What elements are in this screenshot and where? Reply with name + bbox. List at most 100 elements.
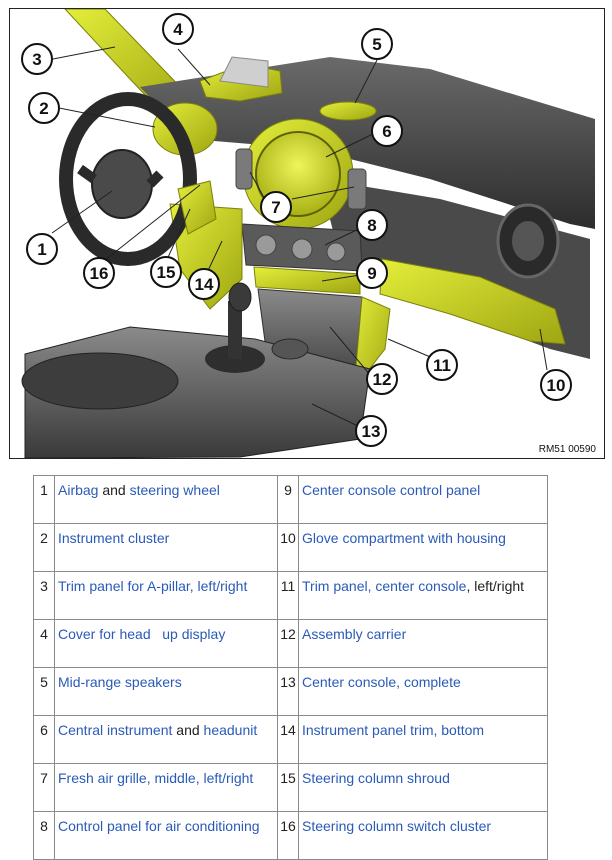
callout-13: 13 [355,415,387,447]
legend-description: Steering column switch cluster [298,811,548,860]
legend-number: 1 [33,475,55,524]
callout-8: 8 [356,209,388,241]
callout-number: 11 [433,356,451,375]
callout-16: 16 [83,257,115,289]
callout-12: 12 [366,363,398,395]
callout-number: 16 [90,264,109,283]
center-vent-left [235,148,253,190]
legend-text: , left/right [466,578,525,594]
callout-10: 10 [540,369,572,401]
gear-knob [228,282,252,312]
callout-circle [188,268,220,300]
legend-description: Instrument cluster [54,523,278,572]
legend-link[interactable]: Glove compartment with housing [302,530,506,546]
legend-description: Trim panel for A-pillar, left/right [54,571,278,620]
legend-description: Steering column shroud [298,763,548,812]
callout-number: 13 [362,422,381,441]
legend-link[interactable]: headunit [203,722,258,738]
callout-circle [426,349,458,381]
legend-link[interactable]: Airbag [58,482,99,498]
callout-3: 3 [21,43,53,75]
legend-text: and [98,482,130,498]
console-control-panel [253,266,361,295]
callout-7: 7 [260,191,292,223]
legend-link[interactable]: Central instrument [58,722,173,738]
legend-number: 6 [33,715,55,764]
callout-circle [355,415,387,447]
legend-description: Fresh air grille, middle, left/right [54,763,278,812]
callout-6: 6 [371,115,403,147]
legend-link[interactable]: Steering column switch cluster [302,818,492,834]
legend-link[interactable]: Assembly carrier [302,626,407,642]
steering-wheel [59,92,197,266]
callout-number: 7 [271,198,280,217]
legend-description: Assembly carrier [298,619,548,668]
legend-link[interactable]: Instrument panel trim, bottom [302,722,485,738]
legend-link[interactable]: steering wheel [129,482,220,498]
legend-link[interactable]: Center console, complete [302,674,461,690]
legend-number: 3 [33,571,55,620]
callout-number: 10 [547,376,566,395]
legend-text: and [172,722,204,738]
legend-number: 16 [277,811,299,860]
callout-number: 14 [195,275,214,294]
legend-link[interactable]: Steering column shroud [302,770,450,786]
legend-number: 2 [33,523,55,572]
callout-number: 9 [367,264,376,283]
center-vent-right [347,168,367,210]
legend-description: Center console, complete [298,667,548,716]
legend-link[interactable]: Mid-range speakers [58,674,182,690]
airbag [91,149,153,219]
dashboard-top [140,57,595,229]
legend-link[interactable]: Cover for head up display [58,626,226,642]
callout-number: 15 [157,263,176,282]
reference-code: RM51 00590 [539,444,597,455]
legend-number: 5 [33,667,55,716]
callout-number: 3 [32,50,41,69]
callout-number: 4 [173,20,183,39]
hud-glass [219,56,269,88]
legend-number: 7 [33,763,55,812]
callout-5: 5 [361,28,393,60]
legend-number: 9 [277,475,299,524]
mid-range-speaker [319,101,377,121]
legend-link[interactable]: Instrument cluster [58,530,170,546]
legend-number: 8 [33,811,55,860]
callout-circle [150,256,182,288]
legend-link[interactable]: Fresh air grille, middle, left/right [58,770,254,786]
glove-compartment [379,258,566,345]
legend-description: Glove compartment with housing [298,523,548,572]
legend-number: 15 [277,763,299,812]
legend-link[interactable]: Trim panel for A-pillar, left/right [58,578,248,594]
callout-number: 8 [367,216,376,235]
legend-number: 13 [277,667,299,716]
callout-circle [361,28,393,60]
callout-2: 2 [28,92,60,124]
callout-number: 2 [39,99,48,118]
legend-description: Mid-range speakers [54,667,278,716]
callout-number: 5 [372,35,381,54]
callout-number: 1 [37,240,46,259]
callout-circle [26,233,58,265]
legend-description: Instrument panel trim, bottom [298,715,548,764]
callout-4: 4 [162,13,194,45]
legend-number: 11 [277,571,299,620]
legend-link[interactable]: Trim panel, center console [302,578,467,594]
armrest [21,352,179,410]
legend-link[interactable]: Center console control panel [302,482,481,498]
callout-circle [356,209,388,241]
callout-circle [371,115,403,147]
callout-circle [162,13,194,45]
legend-number: 12 [277,619,299,668]
legend-link[interactable]: Control panel for air conditioning [58,818,260,834]
